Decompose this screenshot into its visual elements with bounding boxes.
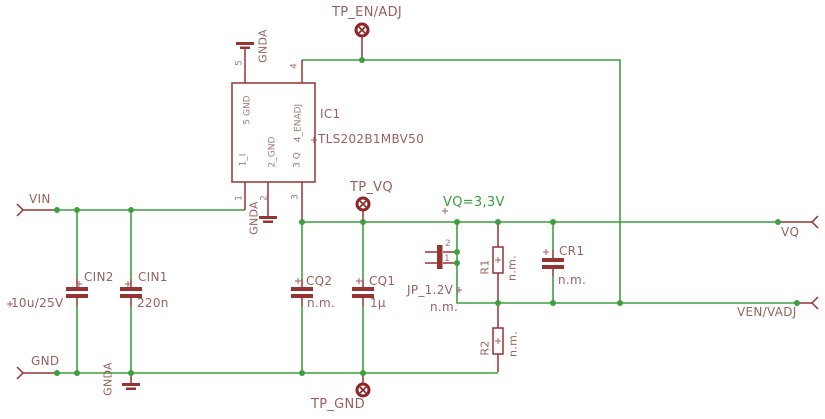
port-vin-label: VIN	[29, 192, 51, 206]
ic1-pin2-name: 2_GND	[267, 136, 278, 168]
resistor-r2-value: n.m.	[506, 331, 520, 357]
cap-cin1-symbol[interactable]	[120, 279, 142, 306]
cap-cq2-value: n.m.	[307, 296, 336, 310]
resistor-r1-value: n.m.	[505, 255, 519, 281]
jumper-jp-name: JP_1.2V	[407, 283, 454, 297]
wire-vin-net[interactable]	[57, 209, 245, 279]
port-gnd-label: GND	[31, 354, 60, 368]
resistor-r1-name: R1	[478, 259, 492, 275]
ic1-pin1-number: 1	[234, 195, 245, 201]
gnda-label-bottom: GNDA	[101, 362, 115, 396]
gnda-symbol-top[interactable]	[236, 42, 254, 49]
cap-cq1-value: 1µ	[370, 296, 386, 310]
net-label-vq: VQ=3,3V	[443, 195, 505, 210]
ic1-name-label: IC1	[320, 107, 341, 121]
testpoint-label-gnd: TP_GND	[311, 397, 365, 412]
port-ven-vadj-pin[interactable]	[797, 296, 819, 310]
gnda-label-mid: GNDA	[247, 201, 261, 235]
cap-cin1-name: CIN1	[138, 270, 168, 284]
jumper-jp-value: n.m.	[430, 300, 459, 314]
ic1-pin3-name: 3 Q	[292, 152, 303, 168]
ic1-pin4-name: 4_ENADJ	[293, 103, 304, 143]
testpoint-gnd-symbol[interactable]	[355, 373, 371, 398]
ic1-pin5-number: 5	[234, 60, 245, 66]
ic1-value-label: TLS202B1MBV50	[318, 132, 424, 146]
cap-cin2-symbol[interactable]	[66, 279, 88, 306]
cap-cr1-symbol[interactable]	[542, 249, 564, 276]
wire-vq-net[interactable]	[301, 221, 778, 279]
port-vq-pin[interactable]	[778, 215, 819, 229]
junction-dots	[54, 57, 800, 376]
cap-cq1-name: CQ1	[369, 274, 396, 288]
testpoint-label-vq: TP_VQ	[350, 180, 393, 195]
cap-cq1-symbol[interactable]	[352, 278, 374, 306]
testpoint-en-adj-symbol[interactable]	[354, 22, 370, 60]
ic1-pin2-number: 2	[259, 195, 270, 201]
ic1-pin5-name: 5 GND	[242, 95, 253, 125]
jumper-pin1-number: 1	[444, 254, 450, 264]
cap-cq2-name: CQ2	[306, 274, 333, 288]
port-vin-pin[interactable]	[16, 203, 57, 217]
ic1-pin4-number: 4	[289, 63, 300, 69]
testpoint-vq-symbol[interactable]	[355, 196, 371, 222]
jumper-pin2-number: 2	[445, 239, 451, 249]
ic1-pin1-name: 1_I	[238, 153, 249, 167]
cap-cr1-name: CR1	[559, 244, 585, 258]
resistor-r2-name: R2	[478, 340, 492, 356]
ic1-symbol[interactable]	[231, 48, 317, 222]
gnda-symbol-mid[interactable]	[259, 216, 277, 223]
testpoint-label-en-adj: TP_EN/ADJ	[332, 5, 403, 20]
port-ven-vadj-label: VEN/VADJ	[737, 305, 797, 319]
port-gnd-pin[interactable]	[16, 366, 57, 380]
ic1-pin3-number: 3	[290, 194, 301, 200]
cap-cin2-value: 10u/25V	[11, 296, 64, 310]
origin-cross-marks	[7, 208, 448, 307]
gnda-label-top: GNDA	[256, 29, 270, 63]
resistor-r1-symbol[interactable]	[492, 222, 504, 303]
cap-cin1-value: 220n	[137, 296, 169, 310]
resistor-r2-symbol[interactable]	[492, 303, 504, 372]
port-vq-label: VQ	[781, 225, 800, 239]
cap-cin2-name: CIN2	[84, 270, 114, 284]
cap-cq2-symbol[interactable]	[291, 278, 313, 306]
cap-cr1-value: n.m.	[558, 273, 587, 287]
